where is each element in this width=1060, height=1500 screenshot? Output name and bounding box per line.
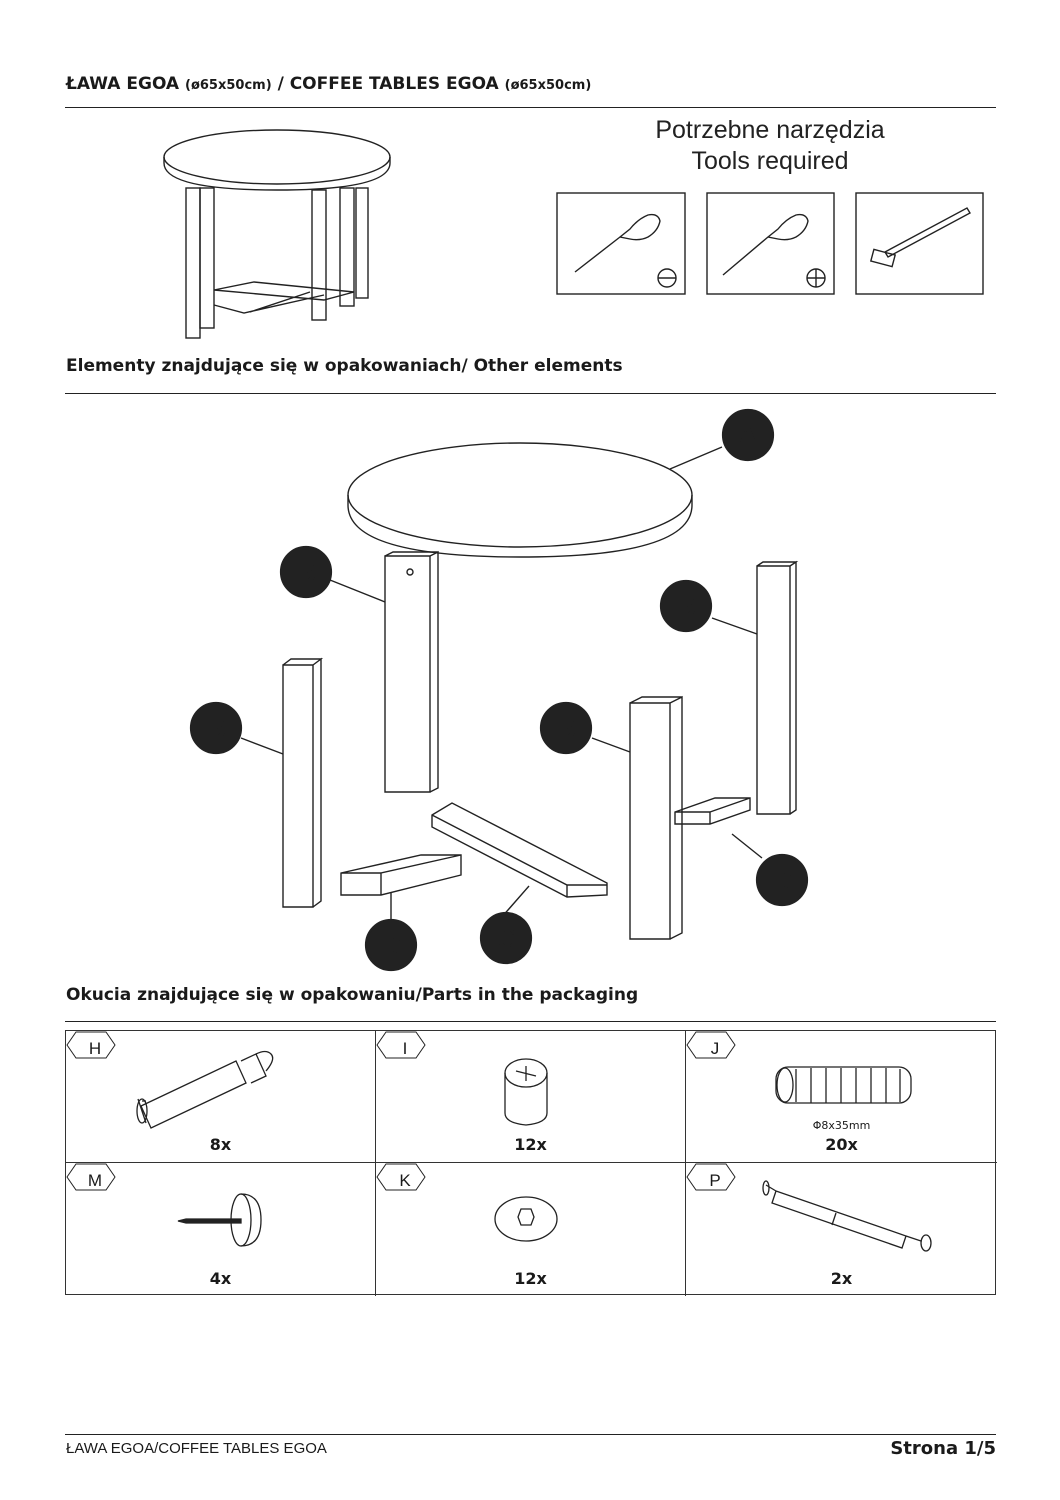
parts-heading: Okucia znajdujące się w opakowaniu/Parts… [66, 985, 639, 1005]
cam-lock-icon [504, 1058, 548, 1126]
hexagon-badge [66, 1163, 116, 1191]
elements-heading: Elementy znajdujące się w opakowaniach/ … [66, 356, 623, 376]
part-dimension: Φ8x35mm [812, 1119, 871, 1132]
label-d: D [772, 866, 793, 895]
label-d: D [381, 931, 402, 960]
glide-nail-icon [177, 1193, 262, 1247]
title-en: COFFEE TABLES EGOA [289, 74, 499, 94]
cover-cap-icon [494, 1196, 558, 1242]
label-a: A [738, 421, 758, 450]
dim-en: (ø65x50cm) [504, 78, 592, 93]
leg-b [282, 657, 324, 908]
shelf-c [431, 802, 608, 898]
page-number: Strona 1/5 [890, 1438, 996, 1459]
part-qty: 8x [209, 1135, 232, 1154]
hexagon-badge [376, 1163, 426, 1191]
shelf-d [674, 797, 751, 825]
part-cell-h: H 8x [66, 1031, 376, 1163]
label-b: B [206, 714, 226, 743]
tools-heading: Potrzebne narzędzia Tools required [600, 115, 940, 177]
hexagon-badge [686, 1163, 736, 1191]
wooden-dowel-icon [775, 1066, 912, 1104]
footer-divider [65, 1434, 996, 1435]
assembled-table-icon [163, 129, 391, 339]
divider [65, 107, 996, 108]
part-cell-m: M 4x [66, 1163, 376, 1296]
title-sep: / [271, 74, 290, 94]
flat-screwdriver-icon [556, 192, 686, 295]
footer-title: ŁAWA EGOA/COFFEE TABLES EGOA [66, 1440, 327, 1457]
tools-title-en: Tools required [691, 147, 849, 175]
part-cell-j: J Φ8x35mm 20x [686, 1031, 997, 1163]
dim-pl: (ø65x50cm) [185, 78, 272, 93]
exploded-view [240, 442, 799, 940]
divider [65, 1021, 996, 1022]
parts-table: H 8x I 12x J Φ8x35mm 20x M 4x K 12x P 2x [65, 1030, 997, 1296]
phillips-screwdriver-icon [706, 192, 835, 295]
part-qty: 2x [830, 1269, 853, 1288]
part-qty: 12x [514, 1135, 547, 1154]
tabletop-a [347, 442, 693, 548]
part-qty: 20x [825, 1135, 858, 1154]
title-pl: ŁAWA EGOA [66, 74, 180, 94]
label-b: B [556, 714, 576, 743]
part-cell-k: K 12x [376, 1163, 686, 1296]
label-c: C [496, 924, 515, 953]
page-title: ŁAWA EGOA (ø65x50cm) / COFFEE TABLES EGO… [66, 74, 591, 94]
hexagon-badge [686, 1031, 736, 1059]
shelf-d [340, 854, 462, 896]
connector-bolt-icon [136, 1050, 274, 1129]
leg-b [756, 560, 799, 815]
label-b: B [296, 558, 316, 587]
part-cell-i: I 12x [376, 1031, 686, 1163]
leg-b [629, 695, 683, 940]
part-cell-p: P 2x [686, 1163, 997, 1296]
tools-title-pl: Potrzebne narzędzia [655, 116, 885, 144]
leg-b [384, 550, 439, 793]
divider [65, 393, 996, 394]
hammer-icon [855, 192, 984, 295]
part-qty: 4x [209, 1269, 232, 1288]
double-connector-icon [762, 1180, 932, 1252]
hexagon-badge [376, 1031, 426, 1059]
hexagon-badge [66, 1031, 116, 1059]
part-qty: 12x [514, 1269, 547, 1288]
label-b: B [676, 592, 696, 621]
illustrations: A B B B B D D C [163, 129, 984, 972]
